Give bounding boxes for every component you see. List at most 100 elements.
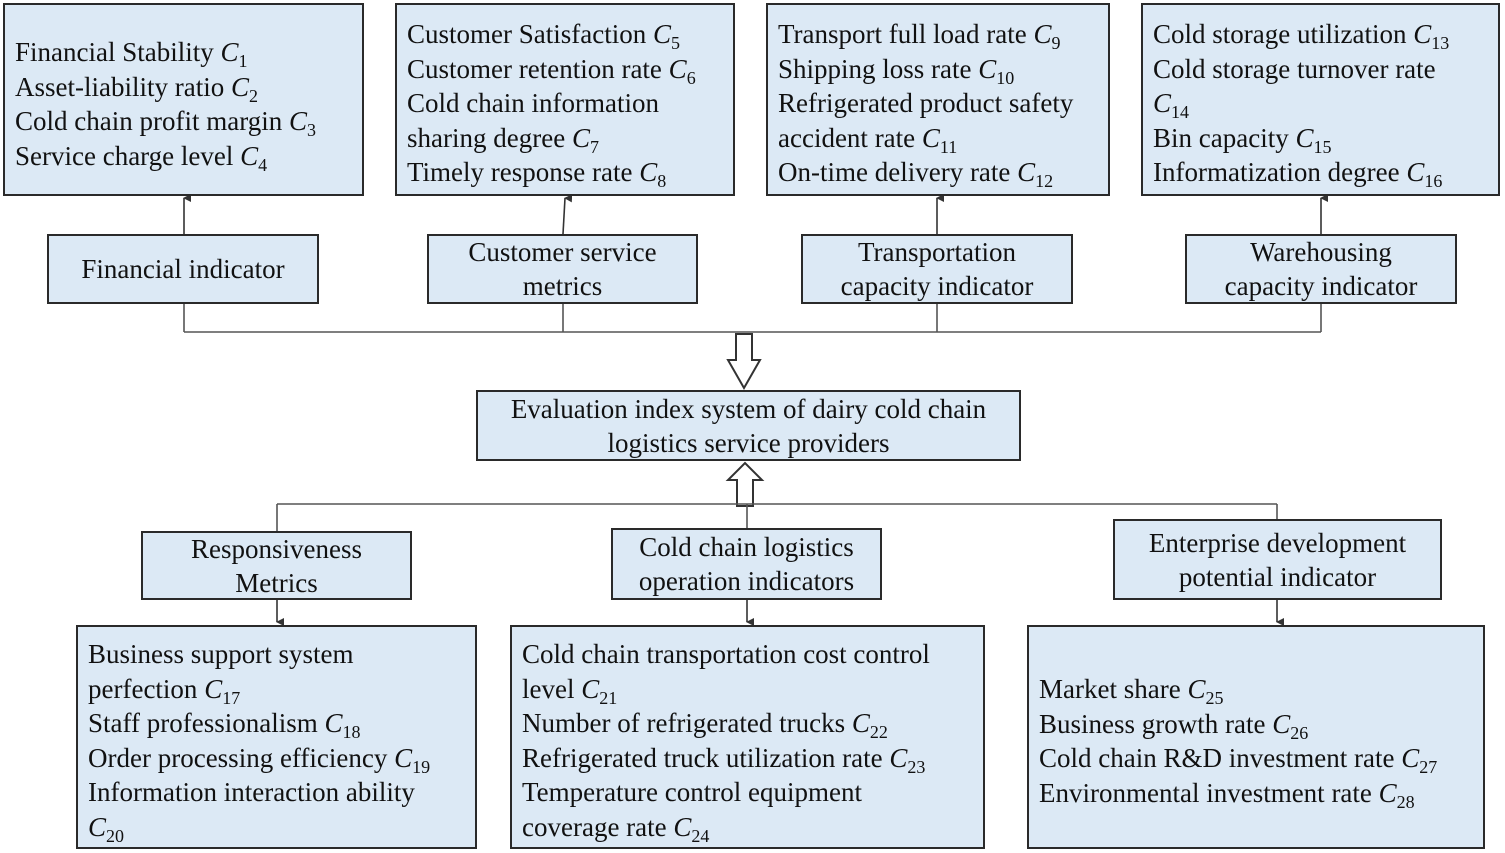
indicator-text: Informatization degree <box>1153 157 1407 188</box>
indicator-item: Number of refrigerated trucks C22 <box>522 706 973 741</box>
indicator-text: Temperature control equipment <box>522 777 862 808</box>
indicator-item: Environmental investment rate C28 <box>1039 776 1473 811</box>
indicator-variable: C <box>324 708 343 739</box>
indicator-text: Business growth rate <box>1039 708 1273 739</box>
indicator-variable: C <box>1295 122 1314 153</box>
indicator-subscript: 21 <box>599 687 618 708</box>
indicator-variable: C <box>1153 88 1172 119</box>
indicator-item: Refrigerated truck utilization rate C23 <box>522 741 973 776</box>
indicator-item: Shipping loss rate C10 <box>778 52 1098 87</box>
indicator-subscript: 27 <box>1419 757 1438 778</box>
indicator-variable: C <box>1413 19 1432 49</box>
indicator-subscript: 19 <box>412 756 431 777</box>
indicator-item: Staff professionalism C18 <box>88 706 465 741</box>
indicator-item: Cold chain transportation cost control <box>522 637 973 672</box>
indicator-text: Customer retention rate <box>407 53 669 84</box>
box-label-line: potential indicator <box>1178 561 1377 592</box>
indicator-subscript: 3 <box>306 120 316 141</box>
indicator-subscript: 17 <box>222 687 241 708</box>
indicator-variable: C <box>673 811 692 842</box>
indicator-variable: C <box>581 673 600 704</box>
indicator-text: coverage rate <box>522 811 674 842</box>
financial-indicator-box: Financial indicator <box>47 234 319 304</box>
indicator-variable: C <box>220 37 239 67</box>
indicator-item: Business support system <box>88 637 465 672</box>
indicator-subscript: 16 <box>1424 171 1443 192</box>
box-label-line: capacity indicator <box>1224 271 1418 301</box>
indicator-item: Financial Stability C1 <box>15 35 352 70</box>
indicator-variable: C <box>921 122 940 153</box>
indicator-variable: C <box>394 742 413 773</box>
indicator-item: Bin capacity C15 <box>1153 121 1488 156</box>
indicator-subscript: 2 <box>248 85 258 106</box>
indicator-subscript: 4 <box>258 154 268 175</box>
indicator-text: Cold chain information <box>407 88 659 119</box>
bottom-down-arrows <box>276 600 1284 626</box>
indicator-item: Temperature control equipment <box>522 775 973 810</box>
indicator-item: Cold chain R&D investment rate C27 <box>1039 741 1473 776</box>
indicator-variable: C <box>851 708 870 739</box>
indicator-subscript: 23 <box>907 756 926 777</box>
indicator-item: Business growth rate C26 <box>1039 707 1473 742</box>
indicator-item: Order processing efficiency C19 <box>88 741 465 776</box>
box-label-line: Enterprise development <box>1148 527 1407 558</box>
indicator-text: Cold chain profit margin <box>15 106 289 137</box>
indicator-text: perfection <box>88 673 205 704</box>
indicator-text: Asset-liability ratio <box>15 71 231 102</box>
indicator-variable: C <box>1401 743 1420 774</box>
indicator-subscript: 12 <box>1035 171 1054 192</box>
indicator-subscript: 11 <box>939 136 958 157</box>
indicator-text: level <box>522 673 582 704</box>
indicator-item: C20 <box>88 810 465 845</box>
indicator-variable: C <box>204 673 223 704</box>
indicator-variable: C <box>978 53 997 84</box>
indicator-text: Service charge level <box>15 140 241 171</box>
box-label-line: Customer service <box>468 237 657 267</box>
indicator-variable: C <box>288 106 307 137</box>
indicator-variable: C <box>571 122 590 153</box>
indicator-variable: C <box>889 742 908 773</box>
box-label-line: Warehousing <box>1250 237 1392 267</box>
indicator-subscript: 20 <box>106 825 125 846</box>
indicator-item: perfection C17 <box>88 672 465 707</box>
indicator-item: Timely response rate C8 <box>407 155 723 190</box>
indicator-subscript: 1 <box>238 51 248 71</box>
indicator-variable: C <box>1187 674 1206 704</box>
indicator-item: Information interaction ability <box>88 775 465 810</box>
indicator-text: accident rate <box>778 122 922 153</box>
indicator-variable: C <box>88 811 107 842</box>
indicator-text: Financial Stability <box>15 37 221 67</box>
box-label-line: operation indicators <box>638 566 855 596</box>
indicator-subscript: 15 <box>1313 136 1332 157</box>
indicator-text: Timely response rate <box>407 157 640 188</box>
indicator-subscript: 13 <box>1431 33 1450 53</box>
box-label-line: metrics <box>522 271 603 301</box>
indicator-item: On-time delivery rate C12 <box>778 155 1098 190</box>
indicator-text: Information interaction ability <box>88 777 415 808</box>
indicator-text: On-time delivery rate <box>778 157 1018 188</box>
box-label-line: Responsiveness <box>191 533 362 564</box>
indicator-variable: C <box>668 53 687 84</box>
top-up-arrows <box>183 194 1328 235</box>
indicator-text: Number of refrigerated trucks <box>522 708 852 739</box>
indicator-item: level C21 <box>522 672 973 707</box>
indicator-subscript: 22 <box>869 722 888 743</box>
indicator-item: Market share C25 <box>1039 672 1473 707</box>
indicator-item: Transport full load rate C9 <box>778 17 1098 52</box>
indicator-variable: C <box>639 157 658 188</box>
indicator-item: Asset-liability ratio C2 <box>15 70 352 105</box>
indicator-text: Environmental investment rate <box>1039 777 1379 808</box>
indicator-text: Cold chain R&D investment rate <box>1039 743 1402 774</box>
indicator-item: Customer Satisfaction C5 <box>407 17 723 52</box>
indicator-item: Cold chain profit margin C3 <box>15 104 352 139</box>
warehousing-capacity-box: Warehousing capacity indicator <box>1185 234 1457 304</box>
box-label-line: Evaluation index system of dairy cold ch… <box>510 393 987 424</box>
indicator-variable: C <box>1033 19 1052 49</box>
indicator-variable: C <box>1378 777 1397 808</box>
